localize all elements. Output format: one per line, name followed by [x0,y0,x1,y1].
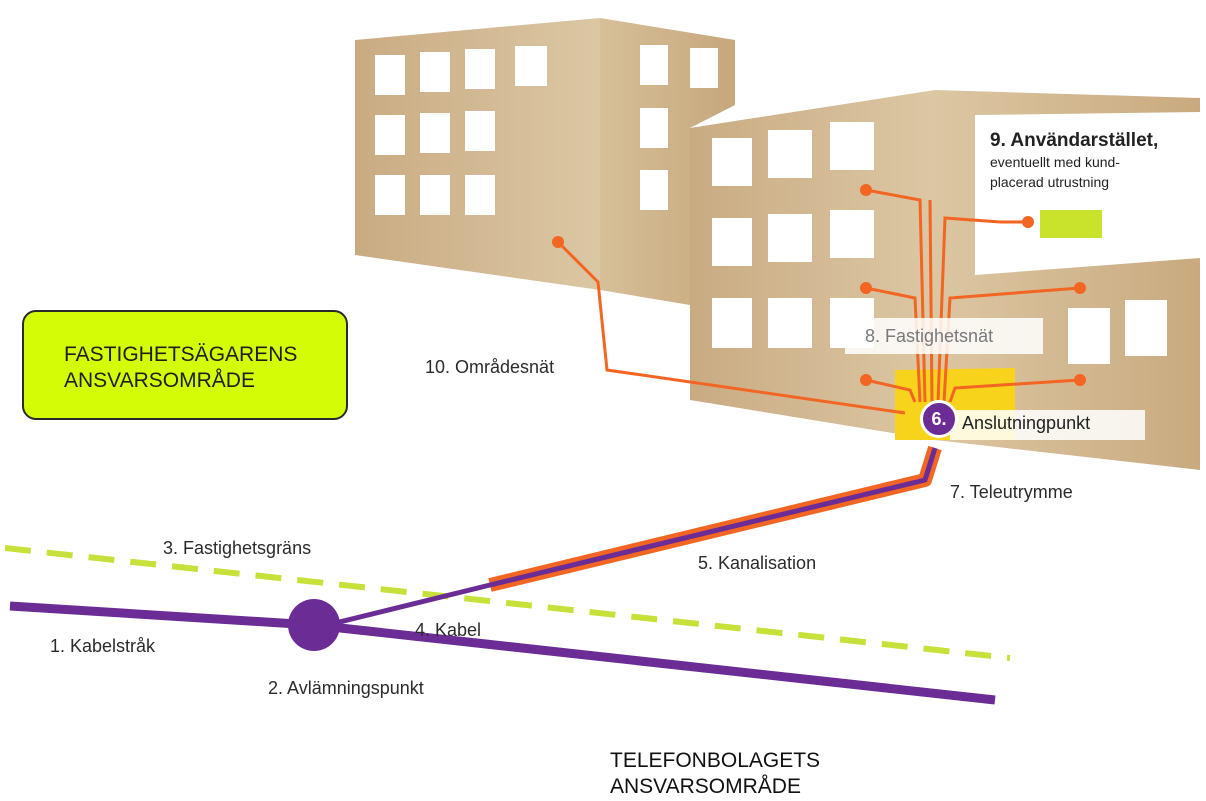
label-cable-route: 1. Kabelstråk [50,636,156,656]
property-network-endpoints [860,184,1086,386]
owner-line-1: FASTIGHETSÄGARENS [64,343,298,366]
area-network-lines [556,240,906,415]
user-premises-sub-1: eventuellt med kund- [990,154,1120,170]
label-delivery-point: 2. Avlämningspunkt [268,678,424,698]
owner-line-2: ANSVARSOMRÅDE [64,369,255,393]
connection-point-badge: 6. [920,400,958,438]
user-premises-sub-2: placerad utrustning [990,174,1110,191]
cable-route-line [9,601,996,705]
telco-responsibility-label: TELEFONBOLAGETS ANSVARSOMRÅDE [610,748,820,801]
cable-line [314,447,938,631]
label-cable: 4. Kabel [415,620,482,640]
front-building-windows [712,122,1167,364]
back-building-windows [375,45,718,215]
label-ducting: 5. Kanalisation [698,553,817,573]
label-user-premises: 9. Användarstället, eventuellt med kund-… [990,130,1158,193]
label-area-network: 10. Områdesnät [425,357,555,377]
label-connection-point: Anslutningpunkt [950,410,1145,440]
label-property-network: 8. Fastighetsnät [845,318,1043,354]
property-network-lines [865,188,1081,403]
telco-line-2: ANSVARSOMRÅDE [610,775,801,799]
back-building-right-wall [600,18,735,305]
property-boundary-line [4,545,1011,661]
label-telecom-room: 7. Teleutrymme [950,482,1073,502]
customer-equipment-box [1040,210,1102,238]
owner-responsibility-box: FASTIGHETSÄGARENS ANSVARSOMRÅDE [22,310,348,420]
delivery-point-marker [288,599,340,651]
back-building [355,18,735,305]
user-premises-panel [975,112,1200,275]
telco-line-1: TELEFONBOLAGETS [610,749,821,772]
label-property-boundary: 3. Fastighetsgräns [163,538,312,558]
user-premises-title: 9. Användarstället, [990,130,1159,151]
area-network-endpoint [552,236,564,248]
